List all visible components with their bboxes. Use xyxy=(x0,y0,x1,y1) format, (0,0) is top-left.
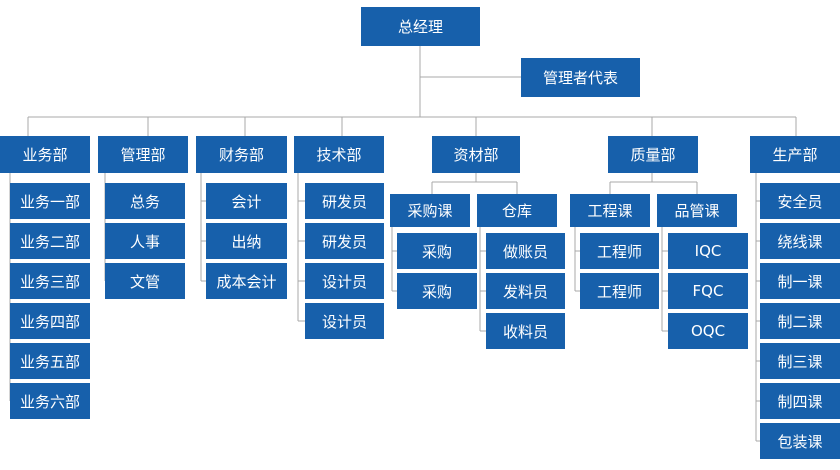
qc-unit-box: OQC xyxy=(668,313,748,349)
technical-unit-box: 设计员 xyxy=(305,263,384,299)
sales-unit-box: 业务一部 xyxy=(10,183,90,219)
dept-technical-header: 技术部 xyxy=(294,136,384,173)
qc-unit-box: FQC xyxy=(668,273,748,309)
management-unit-box: 总务 xyxy=(105,183,185,219)
management-unit-box: 文管 xyxy=(105,263,185,299)
engineering-unit-box: 工程师 xyxy=(580,233,659,269)
quality-section-header: 品管课 xyxy=(657,194,737,227)
ceo-box: 总经理 xyxy=(361,7,480,46)
management-unit-box: 人事 xyxy=(105,223,185,259)
finance-unit-box: 成本会计 xyxy=(206,263,287,299)
purchasing-unit-box: 采购 xyxy=(397,233,477,269)
production-unit-box: 绕线课 xyxy=(760,223,840,259)
production-unit-box: 制四课 xyxy=(760,383,840,419)
sales-unit-box: 业务五部 xyxy=(10,343,90,379)
materials-section-header: 采购课 xyxy=(390,194,470,227)
quality-section-header: 工程课 xyxy=(570,194,650,227)
dept-production-header: 生产部 xyxy=(750,136,840,173)
dept-materials-header: 资材部 xyxy=(432,136,520,173)
sales-unit-box: 业务三部 xyxy=(10,263,90,299)
warehouse-unit-box: 收料员 xyxy=(486,313,565,349)
qc-unit-box: IQC xyxy=(668,233,748,269)
technical-unit-box: 设计员 xyxy=(305,303,384,339)
dept-finance-header: 财务部 xyxy=(196,136,287,173)
production-unit-box: 制一课 xyxy=(760,263,840,299)
technical-unit-box: 研发员 xyxy=(305,183,384,219)
sales-unit-box: 业务六部 xyxy=(10,383,90,419)
materials-section-header: 仓库 xyxy=(477,194,557,227)
warehouse-unit-box: 发料员 xyxy=(486,273,565,309)
purchasing-unit-box: 采购 xyxy=(397,273,477,309)
management-rep-box: 管理者代表 xyxy=(521,58,640,97)
production-unit-box: 安全员 xyxy=(760,183,840,219)
sales-unit-box: 业务四部 xyxy=(10,303,90,339)
production-unit-box: 制三课 xyxy=(760,343,840,379)
finance-unit-box: 会计 xyxy=(206,183,287,219)
production-unit-box: 制二课 xyxy=(760,303,840,339)
technical-unit-box: 研发员 xyxy=(305,223,384,259)
dept-quality-header: 质量部 xyxy=(608,136,698,173)
dept-sales-header: 业务部 xyxy=(0,136,90,173)
dept-management-header: 管理部 xyxy=(98,136,188,173)
sales-unit-box: 业务二部 xyxy=(10,223,90,259)
finance-unit-box: 出纳 xyxy=(206,223,287,259)
warehouse-unit-box: 做账员 xyxy=(486,233,565,269)
production-unit-box: 包装课 xyxy=(760,423,840,459)
engineering-unit-box: 工程师 xyxy=(580,273,659,309)
